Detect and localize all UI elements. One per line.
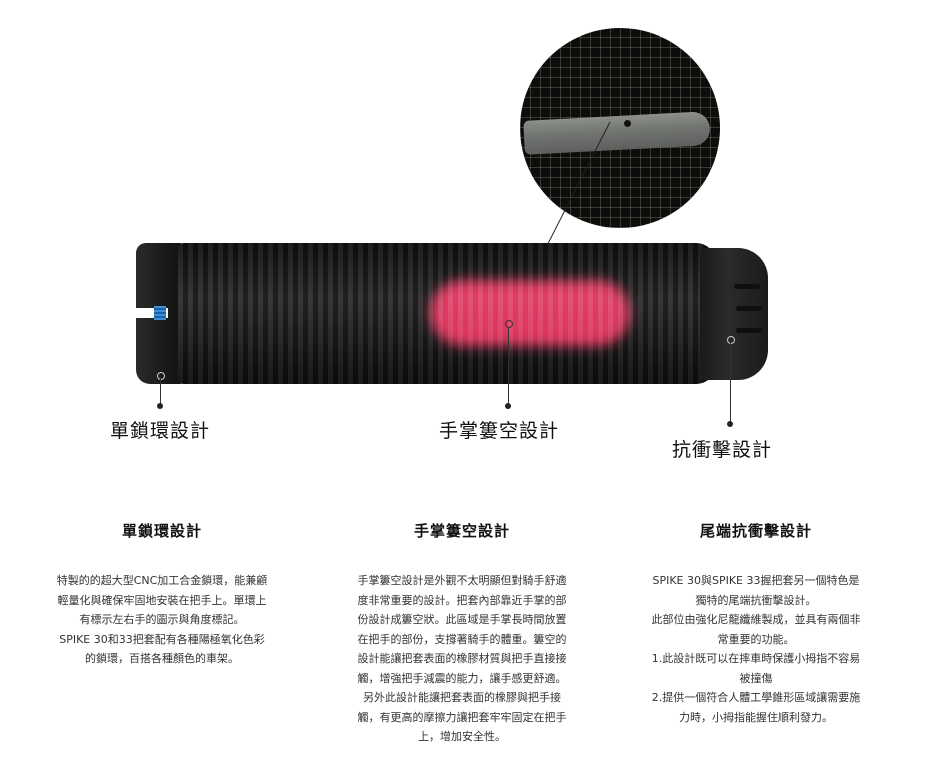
text-line: SPIKE 30和33把套配有各種陽極氧化色彩 <box>59 632 265 646</box>
end-cap-rib <box>736 328 762 333</box>
text-line: 特製的的超大型CNC加工合金鎖環，能兼顧 <box>56 574 268 587</box>
text-line: 被撞傷 <box>739 671 773 685</box>
end-cap-rib <box>736 306 762 311</box>
text-line: 份設計成簍空狀。此區域是手掌長時間放置 <box>357 613 567 626</box>
text-line: 此部位由強化尼龍纖維製成，並具有兩個非 <box>651 613 861 626</box>
feature-column-lock-ring: 單鎖環設計 特製的的超大型CNC加工合金鎖環，能兼顧 輕量化與確保牢固地安裝在把… <box>32 520 292 669</box>
lock-ring-anchor <box>157 372 165 380</box>
text-line: 另外此設計能讓把套表面的橡膠與把手接 <box>363 691 561 704</box>
feature-column-palm-hollow: 手掌簍空設計 手掌簍空設計是外觀不太明顯但對騎手舒適 度非常重要的設計。把套內部… <box>332 520 592 747</box>
text-line: SPIKE 30與SPIKE 33握把套另一個特色是 <box>652 574 860 587</box>
product-illustration: 單鎖環設計 手掌簍空設計 抗衝擊設計 <box>110 28 773 461</box>
text-line: 度非常重要的設計。把套內部靠近手掌的部 <box>357 593 567 607</box>
end-cap-dot <box>727 421 733 427</box>
palm-leader <box>508 327 509 403</box>
text-line: 獨特的尾端抗衝擊設計。 <box>695 593 817 607</box>
feature-title: 手掌簍空設計 <box>413 522 510 540</box>
inset-anchor-dot <box>624 120 631 127</box>
end-cap-image <box>700 248 768 380</box>
text-line: 2.提供一個符合人體工學錐形區域讓需要施 <box>651 691 861 704</box>
zoom-inset-circle <box>520 28 720 228</box>
feature-title: 單鎖環設計 <box>121 522 202 540</box>
end-cap-leader <box>730 342 731 422</box>
palm-hollow-highlight <box>430 280 630 346</box>
text-line: 常重要的功能。 <box>717 632 795 646</box>
text-line: 1.此設計既可以在摔車時保護小拇指不容易 <box>651 652 861 665</box>
text-line: 觸，增強把手減震的能力，讓手感更舒適。 <box>357 671 567 685</box>
text-line: 有標示左右手的圖示與角度標記。 <box>79 613 245 626</box>
feature-description: 特製的的超大型CNC加工合金鎖環，能兼顧 輕量化與確保牢固地安裝在把手上。單環上… <box>32 571 292 669</box>
text-line: 輕量化與確保牢固地安裝在把手上。單環上 <box>57 593 267 607</box>
palm-dot <box>505 403 511 409</box>
text-line: 手掌簍空設計是外觀不太明顯但對騎手舒適 <box>357 574 567 587</box>
lock-ring-dot <box>157 403 163 409</box>
callout-impact: 抗衝擊設計 <box>672 439 773 461</box>
text-line: 設計能讓把套表面的橡膠材質與把手直接接 <box>357 652 567 665</box>
feature-title: 尾端抗衝擊設計 <box>699 522 812 540</box>
end-cap-rib <box>734 284 760 289</box>
text-line: 上，增加安全性。 <box>418 730 506 743</box>
palm-anchor <box>505 320 513 328</box>
feature-column-impact: 尾端抗衝擊設計 SPIKE 30與SPIKE 33握把套另一個特色是 獨特的尾端… <box>626 520 886 727</box>
feature-description: SPIKE 30與SPIKE 33握把套另一個特色是 獨特的尾端抗衝擊設計。 此… <box>626 571 886 727</box>
lock-ring-leader <box>160 378 161 404</box>
end-cap-anchor <box>727 336 735 344</box>
text-line: 觸，有更高的摩擦力讓把套牢牢固定在把手 <box>357 710 567 724</box>
text-line: 在把手的部份，支撐著騎手的體重。簍空的 <box>357 632 567 646</box>
callout-palm-hollow: 手掌簍空設計 <box>439 420 560 442</box>
lock-ring-slot <box>136 308 168 318</box>
lock-bolt-icon <box>154 306 166 320</box>
feature-description: 手掌簍空設計是外觀不太明顯但對騎手舒適 度非常重要的設計。把套內部靠近手掌的部 … <box>332 571 592 747</box>
callout-lock-ring: 單鎖環設計 <box>110 420 211 442</box>
text-line: 力時，小拇指能握住順利發力。 <box>679 710 833 724</box>
text-line: 的鎖環，百搭各種顏色的車架。 <box>85 652 239 665</box>
